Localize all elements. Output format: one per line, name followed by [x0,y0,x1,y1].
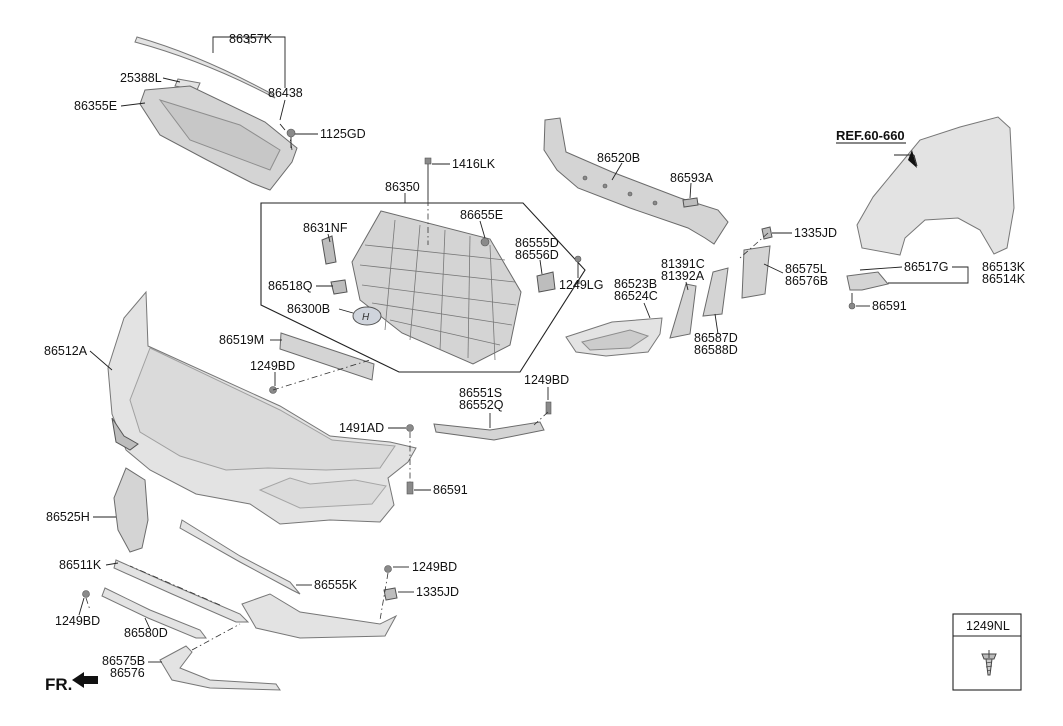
label-86525H: 86525H [46,510,90,524]
grille-group-frame [260,202,586,373]
clip-part [536,271,556,293]
part-labels: 86357K 25388L 86438 86355E 1125GD 86520B… [44,32,1026,680]
cover-part [702,267,729,317]
bolt-part [406,481,414,495]
bracket-part [321,235,337,265]
label-86575B: 86575B [102,654,145,668]
label-86555D: 86555D [515,236,559,250]
lower-grille [241,593,398,639]
label-86511K: 86511K [59,558,102,572]
clip-part [761,226,773,240]
label-1416LK: 1416LK [452,157,496,171]
label-86655E: 86655E [460,208,503,222]
legend-box: 1249NL [952,613,1022,691]
label-86520B: 86520B [597,151,640,165]
label-86552Q: 86552Q [459,398,504,412]
label-86517G: 86517G [904,260,948,274]
tag-part [682,197,699,208]
label-86355E: 86355E [74,99,117,113]
bracket-strip [279,332,375,381]
cover-part [741,245,771,299]
label-86556D: 86556D [515,248,559,262]
label-86593A: 86593A [670,171,714,185]
label-1249BD-a: 1249BD [250,359,295,373]
label-1249BD-b: 1249BD [524,373,569,387]
label-86519M: 86519M [219,333,264,347]
cover-part [669,283,697,339]
lamp-assembly [565,245,771,357]
label-86580D: 86580D [124,626,168,640]
label-86588D: 86588D [694,343,738,357]
lower-grille-assembly [82,467,398,691]
clip-part [330,279,348,295]
label-86513K: 86513K [982,260,1026,274]
fender-panel [856,116,1015,256]
grille-mesh [359,219,517,361]
fender-assembly [846,116,1015,310]
screw-icon [981,650,997,676]
label-1335JD-bot: 1335JD [416,585,459,599]
label-1335JD-top: 1335JD [794,226,837,240]
garnish-strip [101,587,207,639]
label-86518Q: 86518Q [268,279,313,293]
label-86587D: 86587D [694,331,738,345]
label-1249LG: 1249LG [559,278,603,292]
lower-molding [159,645,281,691]
label-86591-right: 86591 [872,299,907,313]
reinforcement-assembly [543,117,773,245]
label-86523B: 86523B [614,277,657,291]
lower-strip [433,421,545,441]
label-86575L: 86575L [785,262,827,276]
label-86512A: 86512A [44,344,88,358]
side-cover [113,467,149,553]
label-86514K: 86514K [982,272,1026,286]
garnish-strip [113,559,250,623]
grille-assembly: H [260,157,586,381]
label-86357K: 86357K [229,32,273,46]
label-86555K: 86555K [314,578,358,592]
front-label: FR. [45,675,72,694]
clip-part [406,424,414,432]
svg-text:H: H [362,312,370,323]
bolt-part [286,128,296,138]
label-25388L: 25388L [120,71,162,85]
garnish-strip [179,519,301,595]
molding-strip [134,36,276,99]
label-1249BD-c: 1249BD [412,560,457,574]
assembly-lines [85,137,769,651]
arrow-left-icon [72,672,98,688]
emblem [352,306,382,326]
label-86551S: 86551S [459,386,502,400]
label-86576B: 86576B [785,274,828,288]
label-1249BD-d: 1249BD [55,614,100,628]
label-8631NF: 8631NF [303,221,348,235]
reference-label: REF.60-660 [836,128,905,143]
label-86350: 86350 [385,180,420,194]
label-86524C: 86524C [614,289,658,303]
reinforcement-beam [543,117,729,245]
label-86300B: 86300B [287,302,330,316]
label-86438: 86438 [268,86,303,100]
leader-lines [78,36,969,663]
bracket-part [846,271,889,291]
label-86591-mid: 86591 [433,483,468,497]
upper-cover-assembly [134,36,298,191]
front-direction-indicator: FR. [45,672,98,694]
radiator-grille [351,210,522,365]
bolt-part [545,401,552,415]
legend-part-number: 1249NL [966,619,1010,633]
label-1125GD: 1125GD [320,127,366,141]
label-86576: 86576 [110,666,145,680]
bumper-cover-assembly [107,290,417,525]
label-81392A: 81392A [661,269,705,283]
label-81391C: 81391C [661,257,705,271]
label-1491AD: 1491AD [339,421,384,435]
